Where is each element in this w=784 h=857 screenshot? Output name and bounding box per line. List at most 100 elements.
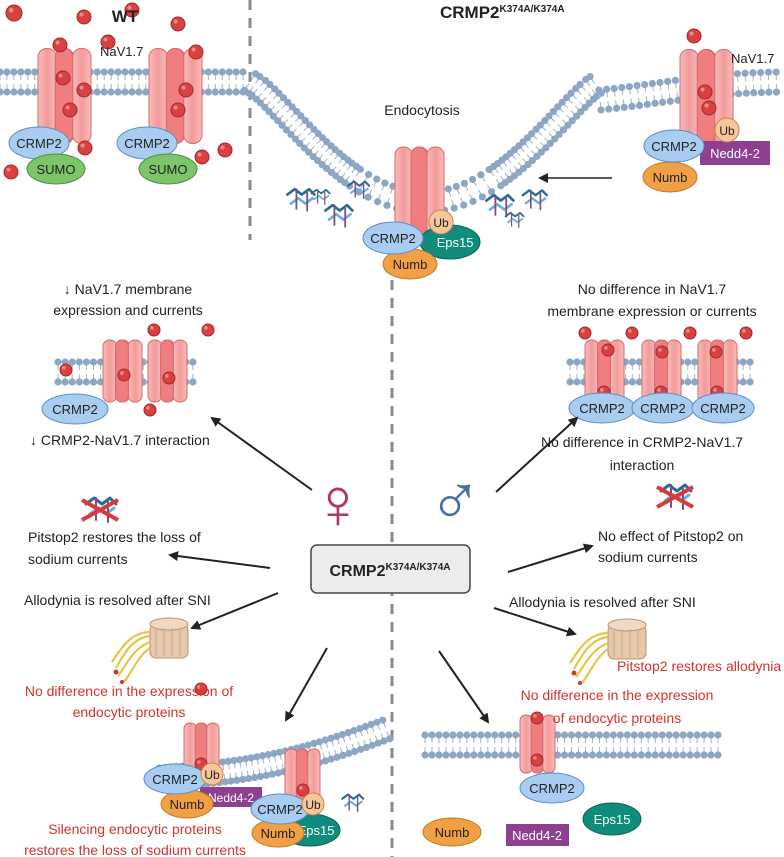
svg-text:Eps15: Eps15 xyxy=(298,823,335,838)
pitstop-molecule xyxy=(324,203,354,228)
svg-text:CRMP2: CRMP2 xyxy=(579,401,625,416)
svg-text:Numb: Numb xyxy=(435,825,470,840)
female-symbol: ♀ xyxy=(311,464,365,544)
nav17-label-left: NaV1.7 xyxy=(100,44,143,59)
female-membrane-text-2: expression and currents xyxy=(53,302,202,318)
membrane-male-bottom xyxy=(421,731,722,759)
sodium-ion xyxy=(194,149,210,165)
sodium-ion xyxy=(52,37,68,53)
sodium-ion xyxy=(62,102,78,118)
male-bottom-crmp2: CRMP2 xyxy=(519,772,585,804)
svg-text:Numb: Numb xyxy=(261,826,296,841)
svg-text:Ub: Ub xyxy=(204,768,220,782)
female-interaction-text: ↓ CRMP2-NaV1.7 interaction xyxy=(30,432,210,448)
svg-text:CRMP2: CRMP2 xyxy=(124,136,170,151)
sodium-ion xyxy=(76,9,92,25)
sodium-ion xyxy=(170,16,186,32)
svg-text:CRMP2: CRMP2 xyxy=(640,401,686,416)
svg-text:Ub: Ub xyxy=(719,124,735,138)
female-crmp2: CRMP2 xyxy=(41,393,109,425)
sodium-ion xyxy=(701,100,717,116)
svg-text:Numb: Numb xyxy=(653,170,688,185)
header-wt: WT xyxy=(112,7,139,26)
svg-text:Ub: Ub xyxy=(433,216,449,230)
nav17-label-right: NaV1.7 xyxy=(731,51,774,66)
nav17-channel-female-2 xyxy=(147,339,188,403)
sodium-ion xyxy=(143,403,157,417)
male-free-numb: Numb xyxy=(422,817,482,847)
sodium-ion xyxy=(739,326,753,340)
header-mutant-sup: K374A/K374A xyxy=(500,4,565,15)
male-membrane-text-2: membrane expression or currents xyxy=(547,303,756,319)
sodium-ion xyxy=(55,70,71,86)
svg-text:CRMP2: CRMP2 xyxy=(700,401,746,416)
male-interaction-text-2: interaction xyxy=(610,457,675,473)
sodium-ion xyxy=(76,82,92,98)
pitstop-crossed-male xyxy=(656,483,694,510)
svg-text:SUMO: SUMO xyxy=(37,162,76,177)
pitstop-molecule xyxy=(521,189,549,211)
sodium-ion xyxy=(201,323,215,337)
male-free-eps15: Eps15 xyxy=(582,802,642,836)
male-pitstop-allodynia-text: Pitstop2 restores allodynia xyxy=(617,658,781,674)
sodium-ion xyxy=(296,783,310,797)
svg-text:CRMP2: CRMP2 xyxy=(529,781,575,796)
svg-text:SUMO: SUMO xyxy=(149,162,188,177)
male-endo-text-1: No difference in the expression xyxy=(521,687,714,703)
sodium-ion xyxy=(170,102,186,118)
male-membrane-text-1: No difference in NaV1.7 xyxy=(578,281,727,297)
female-bottom-complex-1: Nedd4-2 Numb CRMP2 Ub xyxy=(143,762,262,819)
pitstop-molecules xyxy=(81,180,694,813)
ions xyxy=(3,2,753,797)
sodium-ion xyxy=(625,326,639,340)
arrow-female-allodynia xyxy=(190,592,279,630)
center-box: CRMP2K374A/K374A xyxy=(310,544,471,594)
pitstop-molecule xyxy=(504,211,525,228)
female-pitstop-text-2: sodium currents xyxy=(28,551,128,567)
male-endo-text-2: of endocytic proteins xyxy=(553,710,681,726)
male-pitstop-text-2: sodium currents xyxy=(598,549,698,565)
svg-text:Nedd4-2: Nedd4-2 xyxy=(208,791,254,805)
svg-text:CRMP2: CRMP2 xyxy=(370,231,416,246)
nav17-channel-wt-2 xyxy=(148,48,203,144)
female-pitstop-text-1: Pitstop2 restores the loss of xyxy=(28,529,201,545)
svg-text:Numb: Numb xyxy=(393,257,428,272)
female-silencing-text-2: restores the loss of sodium currents xyxy=(24,842,246,857)
pitstop-molecule xyxy=(485,193,515,218)
arrow-male-allodynia xyxy=(493,607,577,637)
sodium-ion xyxy=(530,711,544,725)
svg-text:CRMP2: CRMP2 xyxy=(52,402,98,417)
sodium-ion xyxy=(683,326,697,340)
male-symbol: ♂ xyxy=(428,461,482,541)
nav17-channel-male-bottom xyxy=(519,714,556,774)
membrane-wt xyxy=(0,68,247,96)
female-endo-text-1: No difference in the expression of xyxy=(25,683,233,699)
female-endo-text-2: endocytic proteins xyxy=(73,704,186,720)
sodium-ion xyxy=(709,345,723,359)
female-allodynia-text: Allodynia is resolved after SNI xyxy=(24,592,211,608)
svg-text:Eps15: Eps15 xyxy=(594,812,631,827)
pitstop-molecule xyxy=(286,187,316,212)
male-interaction-text-1: No difference in CRMP2-NaV1.7 xyxy=(541,434,743,450)
svg-text:CRMP2K374A/K374A: CRMP2K374A/K374A xyxy=(329,562,450,580)
sodium-ion xyxy=(100,34,116,50)
sodium-ion xyxy=(217,142,233,158)
pitstop-molecule xyxy=(341,793,365,813)
nerve-illustrations xyxy=(111,617,647,685)
arrows xyxy=(168,416,594,724)
sodium-ion xyxy=(188,44,204,60)
mutant-complex-top-right: Nedd4-2 Numb CRMP2 Ub xyxy=(642,117,770,193)
sodium-ion xyxy=(162,371,176,385)
svg-text:CRMP2: CRMP2 xyxy=(152,772,198,787)
sodium-ion xyxy=(117,368,131,382)
header-mutant: CRMP2K374A/K374A xyxy=(440,3,565,22)
female-membrane-text-1: ↓ NaV1.7 membrane xyxy=(64,281,193,297)
endocytic-complex-top: Eps15 Numb CRMP2 Ub xyxy=(362,209,481,280)
svg-text:CRMP2: CRMP2 xyxy=(257,802,303,817)
sodium-ion xyxy=(124,2,140,18)
svg-text:CRMP2: CRMP2 xyxy=(651,139,697,154)
sodium-ion xyxy=(601,343,615,357)
sodium-ion xyxy=(194,682,208,696)
pitstop-molecule xyxy=(310,188,331,205)
